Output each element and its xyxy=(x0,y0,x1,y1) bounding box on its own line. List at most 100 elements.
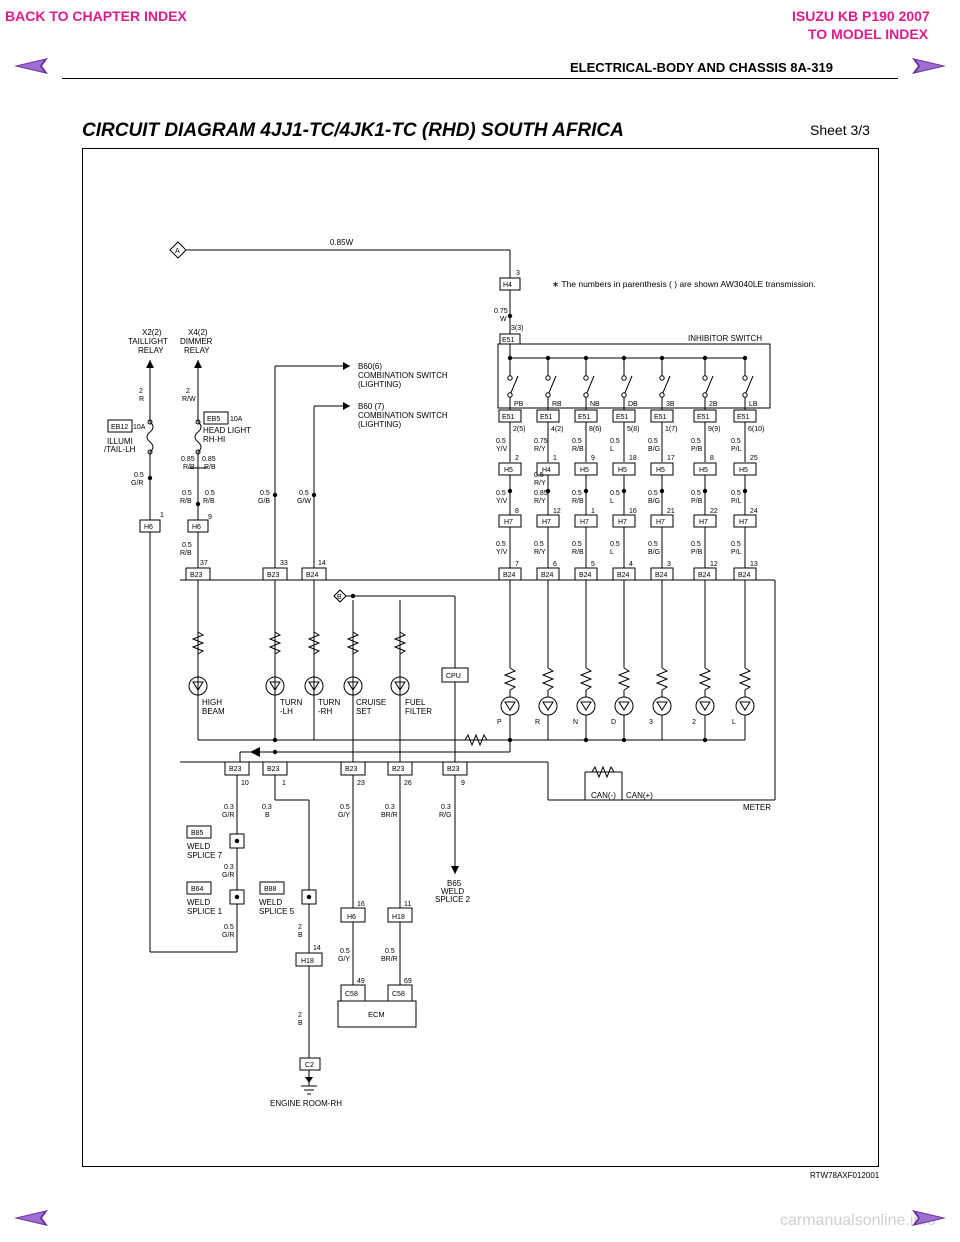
wire-color: R/B xyxy=(203,498,215,505)
lamp-symbol xyxy=(656,701,668,711)
back-to-chapter-index-link[interactable]: BACK TO CHAPTER INDEX xyxy=(5,8,187,24)
gear-indicator-label: N xyxy=(573,719,578,726)
switch-position-label: RB xyxy=(552,401,562,408)
wire-color: B xyxy=(298,1020,303,1027)
e51-pin: 4(2) xyxy=(551,426,563,433)
wire-color: BR/R xyxy=(381,956,398,963)
gear-indicator-lamp xyxy=(652,696,672,716)
wire-size: 0.5 xyxy=(496,490,506,497)
b64-connector: B64 xyxy=(191,886,204,893)
switch-contact xyxy=(621,392,627,398)
wire-color: P/B xyxy=(691,549,703,556)
x4-relay-label-2: DIMMER xyxy=(180,337,213,346)
previous-page-bottom-arrow-icon[interactable] xyxy=(14,1210,48,1231)
wire-color: R/B xyxy=(183,464,195,471)
switch-contact xyxy=(702,392,708,398)
cpu-label: CPU xyxy=(446,673,461,680)
h7-connector: H7 xyxy=(504,519,513,526)
wire-color: P/B xyxy=(691,498,703,505)
h7-pin: 24 xyxy=(750,508,758,515)
switch-blade xyxy=(547,375,557,396)
to-model-index-link[interactable]: TO MODEL INDEX xyxy=(808,26,929,42)
eb5-amp: 10A xyxy=(230,416,243,423)
model-title-link[interactable]: ISUZU KB P190 2007 xyxy=(792,8,930,24)
high-beam-label: HIGH xyxy=(202,698,222,707)
h6-connector: H6 xyxy=(347,914,356,921)
wire-junction-dot xyxy=(507,488,513,494)
h5-pin: 9 xyxy=(591,455,595,462)
b23-connector: B23 xyxy=(392,766,405,773)
wire-color: L xyxy=(610,549,614,556)
wire-color: R/Y xyxy=(534,498,546,505)
h7-connector: H7 xyxy=(699,519,708,526)
sheet-number: Sheet 3/3 xyxy=(810,122,870,138)
diagram-frame xyxy=(82,148,879,1167)
can-plus-label: CAN(+) xyxy=(626,791,653,800)
wire-color: G/R xyxy=(222,812,234,819)
switch-contact xyxy=(545,392,551,398)
e51-connector: E51 xyxy=(697,414,710,421)
wire-size: 0.85 xyxy=(534,490,548,497)
h18-connector: H18 xyxy=(301,958,314,965)
c58-pin: 69 xyxy=(404,978,412,985)
b60-6-label: B60(6) xyxy=(358,362,382,371)
wire-color: L xyxy=(610,446,614,453)
h6-pin: 9 xyxy=(208,514,212,521)
wire-color: G/R xyxy=(222,872,234,879)
b60-7-label-2: COMBINATION SWITCH xyxy=(358,411,448,420)
next-page-arrow-icon[interactable] xyxy=(912,58,946,79)
connector-b: B xyxy=(337,594,342,601)
wire-size: 0.5 xyxy=(340,948,350,955)
h5-connector: H5 xyxy=(699,467,708,474)
switch-blade xyxy=(585,375,595,396)
b24-connector: B24 xyxy=(579,572,592,579)
switch-contact xyxy=(621,375,627,381)
switch-blade xyxy=(509,375,519,396)
h5-connector: H5 xyxy=(739,467,748,474)
e51-top-pin: 3(3) xyxy=(511,325,523,332)
h7-pin: 12 xyxy=(553,508,561,515)
h5-pin: 1 xyxy=(553,455,557,462)
wire-size: 0.5 xyxy=(496,438,506,445)
gear-indicator-label: 2 xyxy=(692,719,696,726)
e51-connector: E51 xyxy=(578,414,591,421)
b24-connector: B24 xyxy=(617,572,630,579)
b23-connector: B23 xyxy=(229,766,242,773)
wire-size: 0.5 xyxy=(610,490,620,497)
b64-splice-label: SPLICE 1 xyxy=(187,907,223,916)
next-page-bottom-arrow-icon[interactable] xyxy=(912,1210,946,1231)
x2-relay-label-3: RELAY xyxy=(138,346,164,355)
b24-pin: 6 xyxy=(553,561,557,568)
h5-connector: H4 xyxy=(542,467,551,474)
wire-size: 2 xyxy=(298,1012,302,1019)
c58-connector: C58 xyxy=(345,991,358,998)
b24-pin: 3 xyxy=(667,561,671,568)
section-header: ELECTRICAL-BODY AND CHASSIS 8A-319 xyxy=(570,60,833,75)
switch-position-label: 3B xyxy=(666,401,675,408)
inhibitor-switch-label: INHIBITOR SWITCH xyxy=(688,334,762,343)
turn-lh-label-2: -LH xyxy=(280,707,293,716)
e51-pin: 8(6) xyxy=(589,426,601,433)
b23-pin: 23 xyxy=(357,780,365,787)
e51-pin: 2(5) xyxy=(513,426,525,433)
c2-connector: C2 xyxy=(305,1062,314,1069)
b60-7-label: B60 (7) xyxy=(358,402,385,411)
c58-pin: 49 xyxy=(357,978,365,985)
wire-size: 2 xyxy=(186,388,190,395)
previous-page-arrow-icon[interactable] xyxy=(14,58,48,79)
b24-connector: B24 xyxy=(698,572,711,579)
e51-connector: E51 xyxy=(654,414,667,421)
wire-color: R/W xyxy=(182,396,196,403)
wire-color: L xyxy=(610,498,614,505)
h7-pin: 8 xyxy=(515,508,519,515)
wire-size: 0.3 xyxy=(224,864,234,871)
b23-connector: B23 xyxy=(345,766,358,773)
h7-connector: H7 xyxy=(580,519,589,526)
turn-lh-label: TURN xyxy=(280,698,302,707)
wire-size: 0.5 xyxy=(691,541,701,548)
e51-connector: E51 xyxy=(502,414,515,421)
switch-blade xyxy=(744,375,754,396)
ground-label: ENGINE ROOM-RH xyxy=(270,1099,342,1108)
e51-pin: 1(7) xyxy=(665,426,677,433)
meter-label: METER xyxy=(743,803,771,812)
